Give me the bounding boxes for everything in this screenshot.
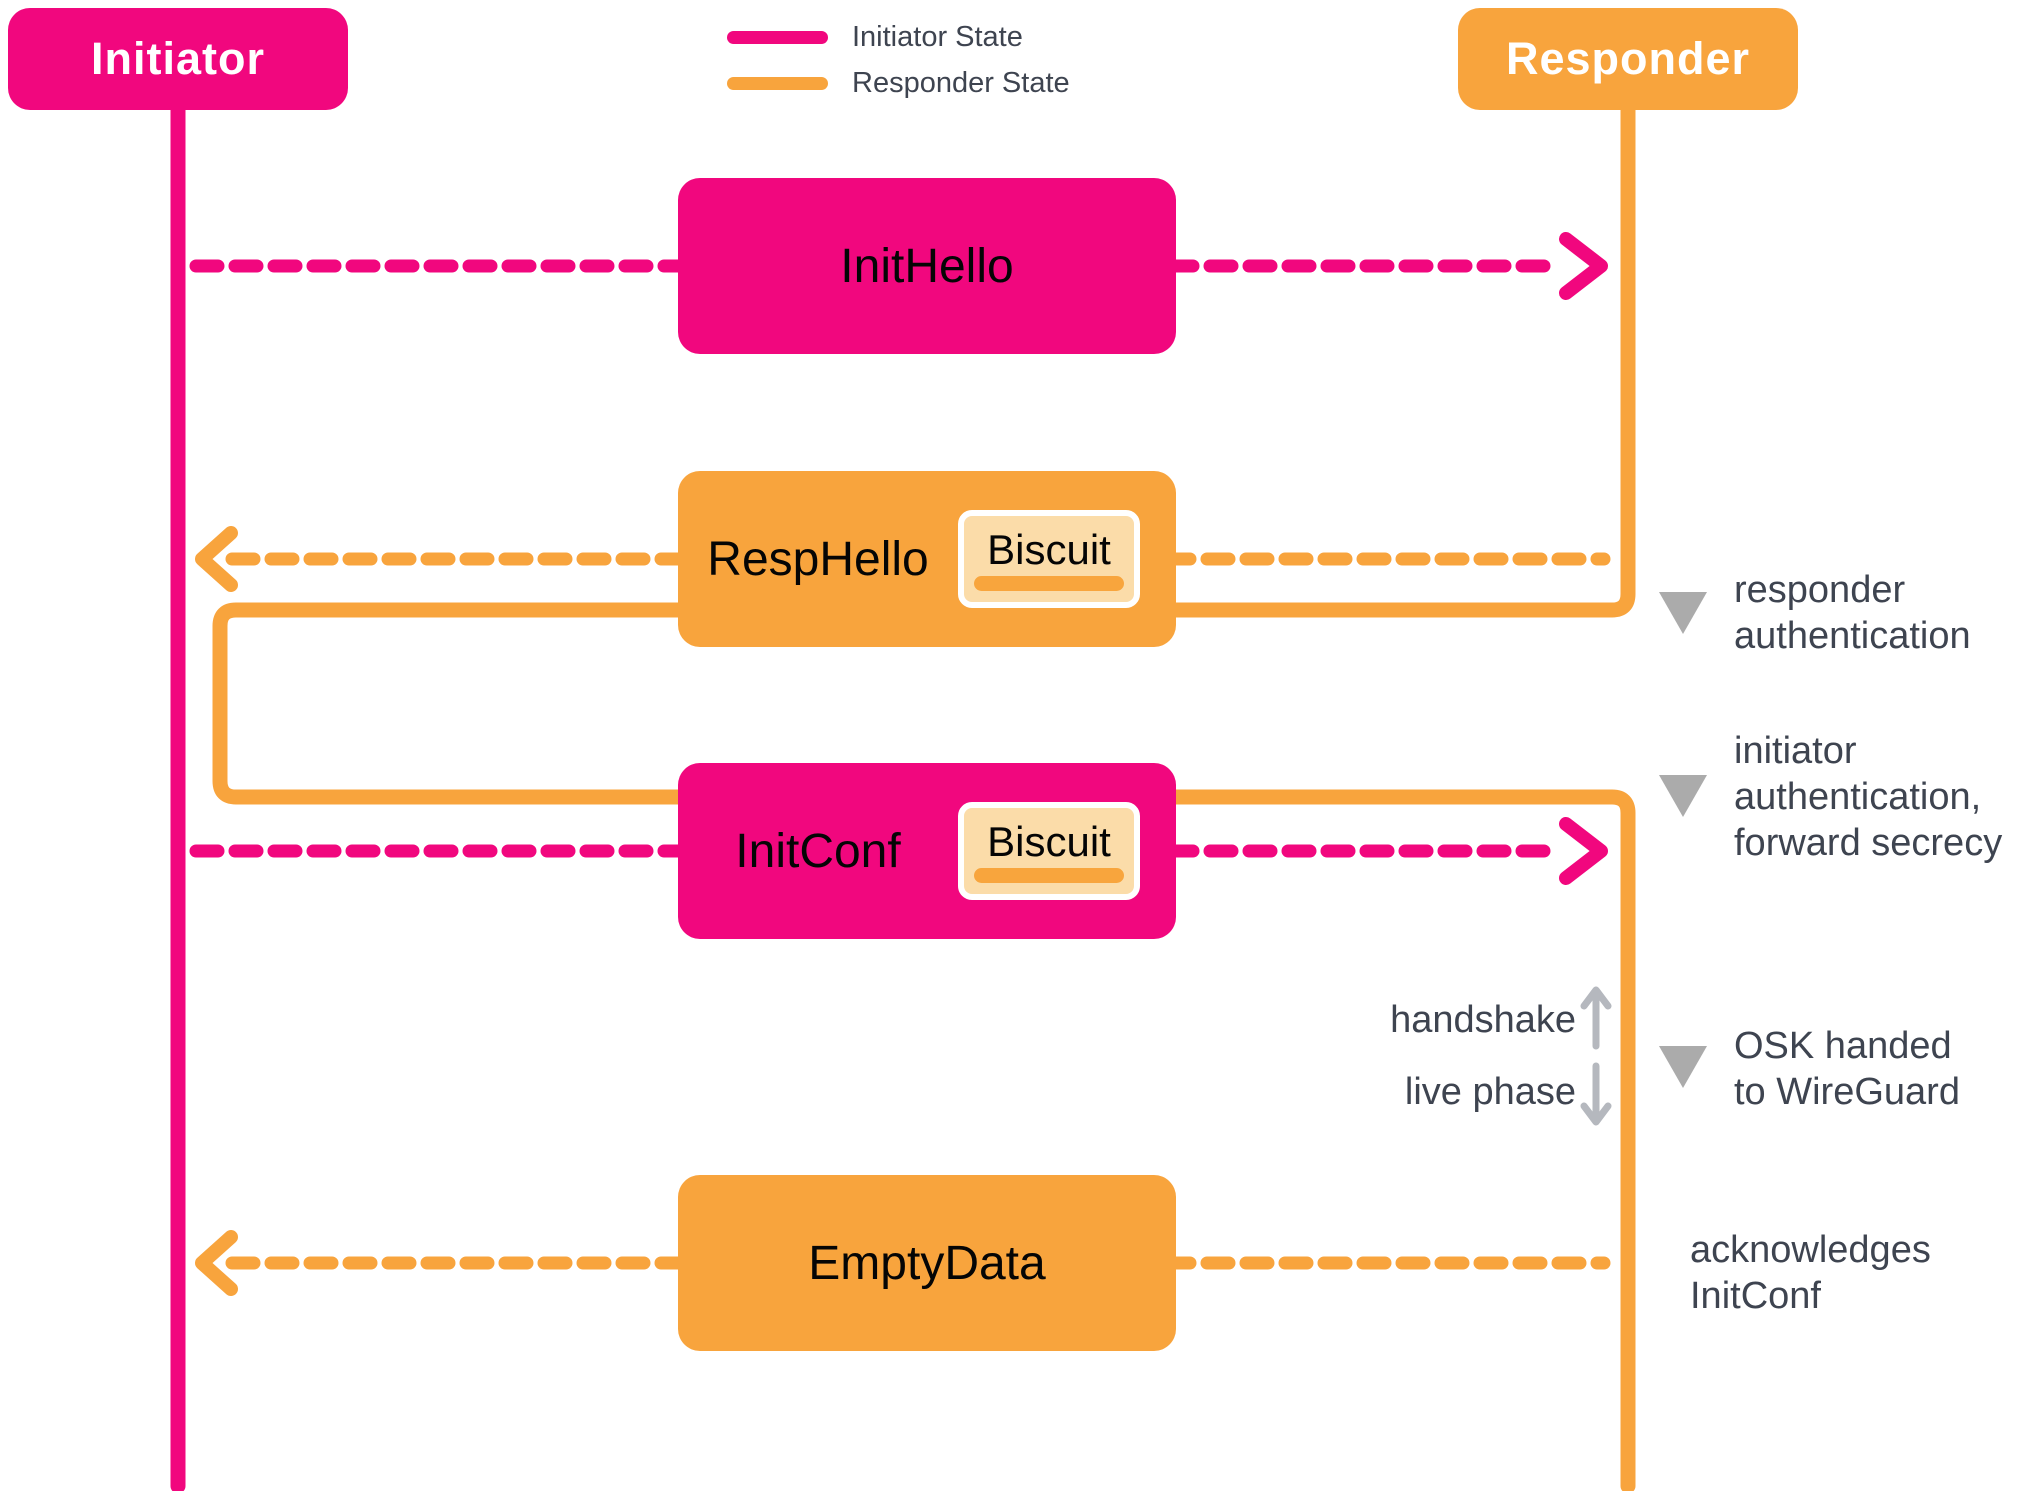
annotation-line: forward secrecy — [1734, 822, 2003, 864]
inithello-arrowhead-right-icon — [1559, 232, 1608, 300]
annotation-line: authentication — [1734, 615, 1971, 657]
legend-swatch-responder-icon — [727, 76, 828, 90]
initiator-actor-label: Initiator — [91, 33, 265, 84]
annotation-initiator-authentication: initiator authentication, forward secrec… — [1734, 728, 2002, 866]
annotation-line: responder — [1734, 569, 1906, 611]
legend-item-initiator-state: Initiator State — [727, 20, 1023, 53]
annotation-line: to WireGuard — [1734, 1071, 1960, 1113]
legend-label-responder-state: Responder State — [852, 66, 1070, 99]
triangle-marker-responder-auth-icon — [1659, 592, 1707, 634]
triangle-marker-osk-icon — [1659, 1046, 1707, 1088]
annotation-responder-authentication: responder authentication — [1734, 567, 1971, 659]
message-box-inithello: InitHello — [678, 178, 1176, 354]
message-label-inithello: InitHello — [840, 239, 1014, 293]
handshake-up-arrow-icon — [1580, 986, 1612, 1050]
annotation-line: InitConf — [1690, 1275, 1821, 1317]
biscuit-chip-label: Biscuit — [987, 817, 1111, 865]
emptydata-arrowhead-left-icon — [195, 1230, 238, 1296]
annotation-osk-handoff: OSK handed to WireGuard — [1734, 1023, 1960, 1115]
initiator-actor-box: Initiator — [8, 8, 348, 110]
initconf-arrowhead-right-icon — [1559, 817, 1608, 885]
annotation-line: authentication, — [1734, 776, 1982, 818]
legend-label-initiator-state: Initiator State — [852, 20, 1023, 53]
message-box-initconf: InitConf Biscuit — [678, 763, 1176, 939]
biscuit-chip-initconf: Biscuit — [958, 802, 1140, 900]
live-phase-down-arrow-icon — [1580, 1062, 1612, 1126]
biscuit-chip-resphello: Biscuit — [958, 510, 1140, 608]
annotation-acknowledges-initconf: acknowledges InitConf — [1690, 1227, 1931, 1319]
message-label-emptydata: EmptyData — [808, 1236, 1046, 1290]
biscuit-underline-bar-icon — [974, 575, 1124, 591]
legend-swatch-initiator-icon — [727, 30, 828, 44]
annotation-line: OSK handed — [1734, 1025, 1952, 1067]
triangle-marker-initiator-auth-icon — [1659, 775, 1707, 817]
resphello-arrowhead-left-icon — [195, 526, 238, 592]
annotation-line: initiator — [1734, 730, 1857, 772]
message-label-resphello: RespHello — [707, 532, 929, 586]
phase-label-live: live phase — [1404, 1071, 1576, 1113]
annotation-line: acknowledges — [1690, 1229, 1931, 1271]
legend-item-responder-state: Responder State — [727, 66, 1070, 99]
responder-actor-box: Responder — [1458, 8, 1798, 110]
message-box-resphello: RespHello Biscuit — [678, 471, 1176, 647]
biscuit-chip-label: Biscuit — [987, 525, 1111, 573]
message-box-emptydata: EmptyData — [678, 1175, 1176, 1351]
phase-label-handshake: handshake — [1390, 999, 1576, 1041]
responder-actor-label: Responder — [1505, 33, 1751, 84]
message-label-initconf: InitConf — [735, 824, 901, 878]
biscuit-underline-bar-icon — [974, 867, 1124, 883]
responder-state-path — [212, 102, 1636, 1491]
